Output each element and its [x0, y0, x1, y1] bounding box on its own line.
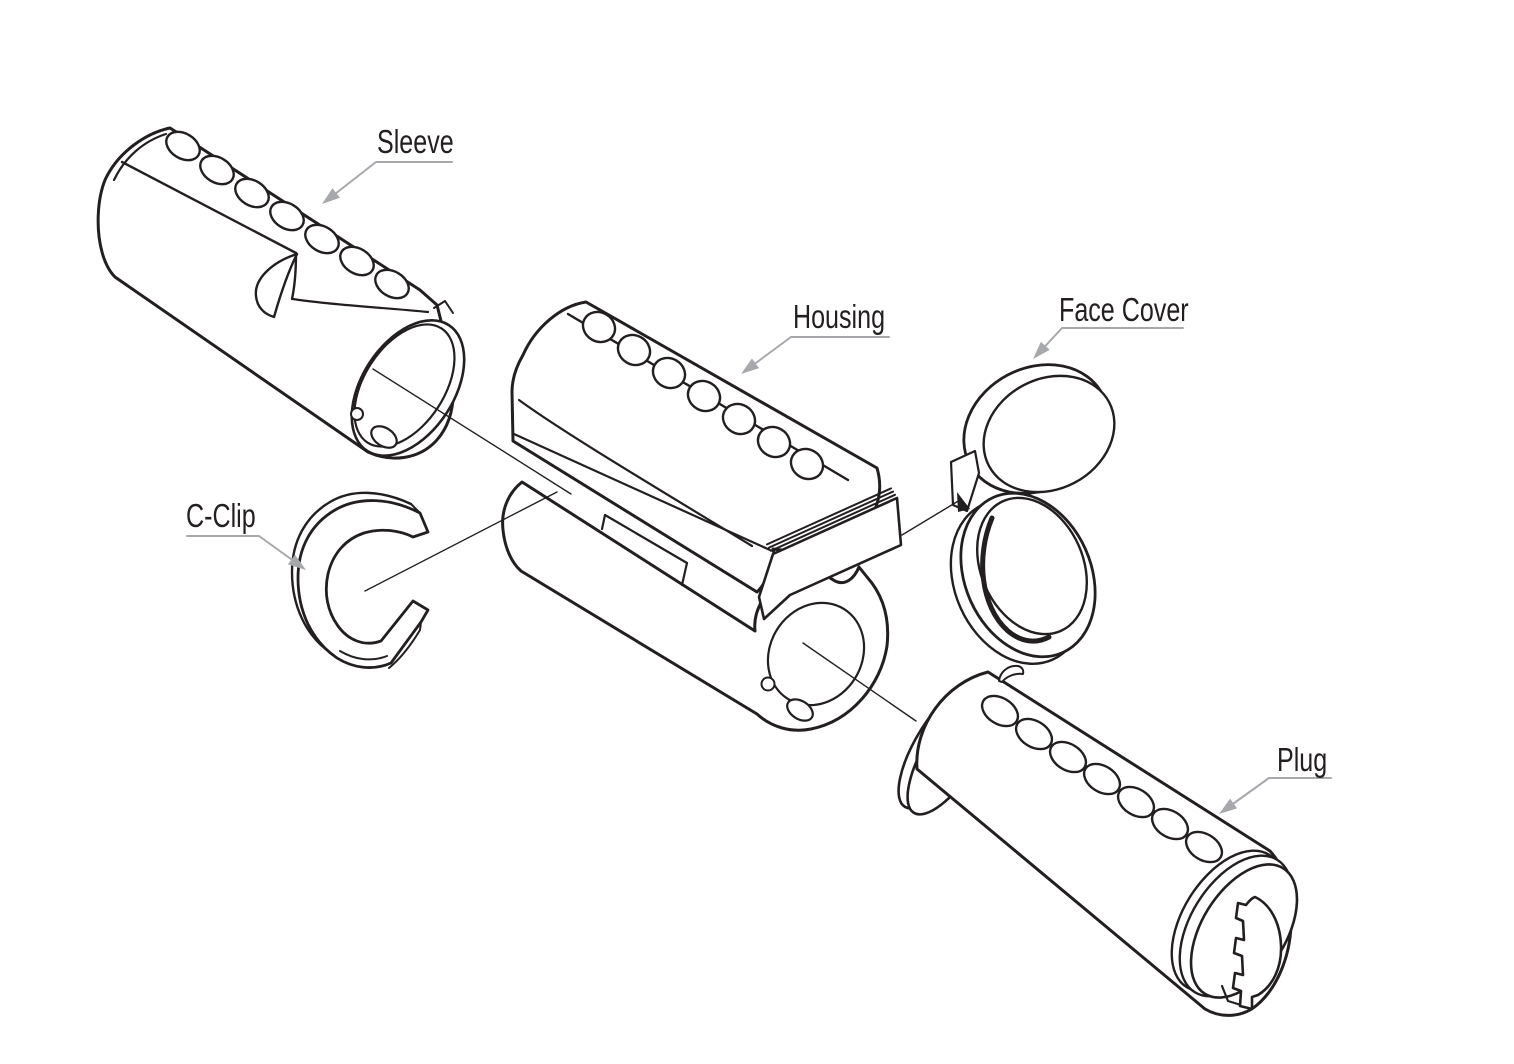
sleeve-pin-holes — [165, 130, 410, 300]
plug-pin-holes — [980, 694, 1224, 864]
plug-part — [897, 664, 1299, 1017]
axis-line-housing-to-facecover — [901, 499, 961, 536]
sleeve-hole — [374, 268, 410, 300]
sleeve-wall-crescent — [254, 252, 299, 319]
c-clip-depth-line — [339, 650, 388, 661]
sleeve-left-rim-line — [112, 132, 168, 182]
c-clip-front-face — [296, 499, 430, 669]
housing-plate-chamfer-lines — [766, 487, 896, 552]
face-cover-leader-arrowhead-icon — [1033, 341, 1050, 359]
c-clip-tip-facet — [410, 503, 421, 514]
sleeve-hole — [199, 154, 235, 186]
housing-leader-arrowhead-icon — [741, 358, 760, 374]
c-clip-leader-line — [186, 535, 303, 568]
leader-lines — [186, 161, 1332, 814]
sleeve-hole — [339, 245, 375, 277]
housing-oval-hole — [786, 698, 814, 722]
housing-hole — [789, 447, 825, 481]
axis-line-housing-to-plug — [802, 642, 917, 722]
housing-leader-line — [744, 336, 890, 372]
plug-face-notch — [1220, 984, 1243, 1007]
sleeve-hole — [165, 130, 201, 162]
label-face-cover: Face Cover — [1059, 291, 1189, 328]
plug-hole — [1150, 807, 1190, 841]
plug-rear-tab — [998, 664, 1025, 683]
sleeve-rim-notch — [433, 300, 454, 314]
sleeve-hole — [234, 177, 270, 209]
plug-leader-line — [1222, 777, 1332, 812]
axis-line-sleeve-to-housing — [372, 368, 572, 495]
c-clip-leader-arrowhead-icon — [287, 554, 306, 570]
c-clip-back-edge — [290, 491, 413, 655]
plug-leader-arrowhead-icon — [1219, 798, 1238, 814]
face-cover-leader-line — [1035, 327, 1184, 357]
label-plug: Plug — [1277, 741, 1328, 778]
label-sleeve: Sleeve — [377, 123, 454, 160]
housing-part — [501, 300, 903, 732]
plug-keyway — [1231, 895, 1283, 1011]
c-clip-depth-connector — [330, 652, 338, 659]
plug-hole — [1048, 740, 1088, 774]
housing-pin-holes — [581, 310, 825, 481]
label-c-clip: C-Clip — [186, 497, 256, 534]
plug-hole — [1082, 762, 1122, 796]
face-cover-hole-shadow-arc — [980, 515, 1052, 644]
housing-small-hole — [760, 676, 776, 692]
c-clip-part — [290, 491, 430, 669]
sleeve-strip-lower-line — [120, 160, 298, 255]
face-cover-notch-shadow — [957, 492, 970, 512]
face-cover-notch — [949, 449, 981, 513]
axis-line-cclip-to-housing — [364, 491, 558, 592]
sleeve-open-end-inner — [353, 323, 456, 448]
housing-hole — [581, 310, 617, 344]
housing-hole — [651, 356, 687, 390]
housing-face-plate — [757, 496, 903, 621]
c-clip-prong-underside — [388, 621, 422, 669]
face-cover-top-face — [982, 374, 1116, 494]
plug-hole — [1184, 830, 1224, 864]
sleeve-window-far-line — [291, 297, 430, 314]
sleeve-hole — [304, 223, 340, 255]
housing-hole — [686, 379, 722, 413]
assembly-axis-lines — [364, 368, 961, 722]
sleeve-part — [96, 126, 466, 460]
housing-hole — [616, 333, 652, 367]
housing-clip-groove — [600, 513, 689, 587]
sleeve-oval-hole — [370, 425, 398, 449]
plug-hole — [980, 694, 1020, 728]
sleeve-small-hole — [350, 407, 364, 421]
label-housing: Housing — [793, 298, 886, 335]
sleeve-hole — [269, 200, 305, 232]
housing-hole — [721, 402, 757, 436]
plug-hole — [1014, 717, 1054, 751]
sleeve-leader-arrowhead-icon — [322, 188, 340, 204]
sleeve-leader-line — [325, 161, 453, 202]
housing-surface-line — [517, 398, 754, 548]
face-cover-part — [949, 363, 1116, 665]
plug-hole — [1116, 785, 1156, 819]
housing-hole — [756, 425, 792, 459]
